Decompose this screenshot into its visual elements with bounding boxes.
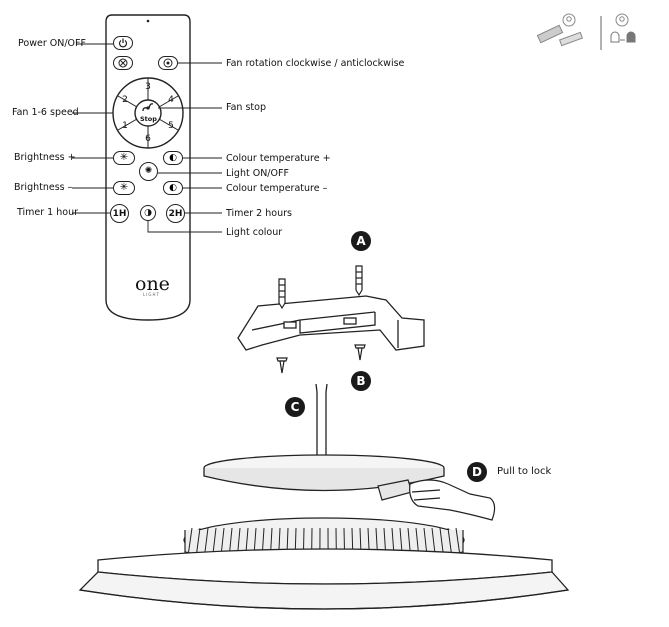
speed-3[interactable]: 3 bbox=[145, 82, 151, 92]
light-bulb-icon: ✺ bbox=[144, 166, 153, 176]
speed-6[interactable]: 6 bbox=[145, 134, 151, 144]
hand-pull bbox=[377, 479, 496, 521]
wall-plugs bbox=[278, 265, 363, 310]
label-fan-speed: Fan 1-6 speed bbox=[12, 107, 79, 118]
screws bbox=[276, 344, 366, 374]
colour-temp-plus-button[interactable]: ◐ bbox=[163, 151, 183, 165]
vent-slat bbox=[187, 527, 193, 557]
stop-label: Stop bbox=[140, 115, 157, 123]
label-light-onoff: Light ON/OFF bbox=[226, 168, 289, 179]
tools-icon bbox=[536, 13, 636, 50]
sun-icon: ✳ bbox=[119, 152, 129, 163]
timer-2h-button[interactable]: 2H bbox=[166, 204, 185, 223]
speed-2[interactable]: 2 bbox=[122, 95, 128, 105]
brand-logo: one bbox=[135, 273, 170, 295]
timer-1h-button[interactable]: 1H bbox=[110, 204, 129, 223]
label-timer-1h: Timer 1 hour bbox=[17, 207, 78, 218]
label-brightness-minus: Brightness – bbox=[14, 182, 73, 193]
label-light-colour: Light colour bbox=[226, 227, 283, 238]
step-badge-a: A bbox=[351, 231, 371, 251]
vent-slat bbox=[455, 527, 461, 557]
brightness-plus-button[interactable]: ✳ bbox=[113, 151, 135, 165]
mounting-bracket bbox=[237, 295, 425, 351]
label-timer-2h: Timer 2 hours bbox=[226, 208, 292, 219]
step-badge-d: D bbox=[467, 462, 487, 482]
power-icon bbox=[118, 38, 128, 48]
brightness-minus-button[interactable]: ✳ bbox=[113, 181, 135, 195]
step-badge-b: B bbox=[351, 371, 371, 391]
label-fan-stop: Fan stop bbox=[226, 102, 266, 113]
vent-slat bbox=[439, 527, 445, 557]
step-d-text: Pull to lock bbox=[497, 466, 552, 477]
fan-small-icon bbox=[142, 103, 154, 112]
label-colour-temp-plus: Colour temperature + bbox=[226, 153, 331, 164]
light-onoff-button[interactable]: ✺ bbox=[139, 162, 158, 181]
brand-sub: LIGHT bbox=[143, 292, 160, 297]
lamp-base bbox=[78, 548, 570, 610]
fan-rotation-button[interactable] bbox=[158, 56, 178, 70]
colour-temp-icon: ◐ bbox=[169, 182, 177, 193]
speed-4[interactable]: 4 bbox=[168, 95, 174, 105]
colour-temp-icon: ◐ bbox=[169, 152, 177, 163]
remote-led bbox=[146, 19, 150, 23]
power-button[interactable] bbox=[113, 36, 133, 50]
fan-off-button[interactable] bbox=[113, 56, 133, 70]
label-colour-temp-minus: Colour temperature – bbox=[226, 183, 328, 194]
vent-slat bbox=[195, 527, 201, 557]
rotation-icon bbox=[163, 58, 173, 68]
fan-off-icon bbox=[118, 58, 128, 68]
half-circle-icon: ◑ bbox=[144, 207, 152, 218]
colour-temp-minus-button[interactable]: ◐ bbox=[163, 181, 183, 195]
callout-lines bbox=[72, 43, 222, 233]
speed-5[interactable]: 5 bbox=[168, 121, 174, 131]
vent-slat bbox=[447, 527, 453, 557]
step-badge-c: C bbox=[285, 397, 305, 417]
speed-1[interactable]: 1 bbox=[122, 121, 128, 131]
label-fan-rotation: Fan rotation clockwise / anticlockwise bbox=[226, 58, 405, 69]
stop-button bbox=[134, 99, 162, 127]
label-brightness-plus: Brightness + bbox=[14, 152, 76, 163]
sun-dim-icon: ✳ bbox=[119, 182, 129, 193]
vent-slat bbox=[203, 527, 209, 557]
label-power: Power ON/OFF bbox=[18, 38, 86, 49]
light-colour-button[interactable]: ◑ bbox=[140, 205, 156, 221]
